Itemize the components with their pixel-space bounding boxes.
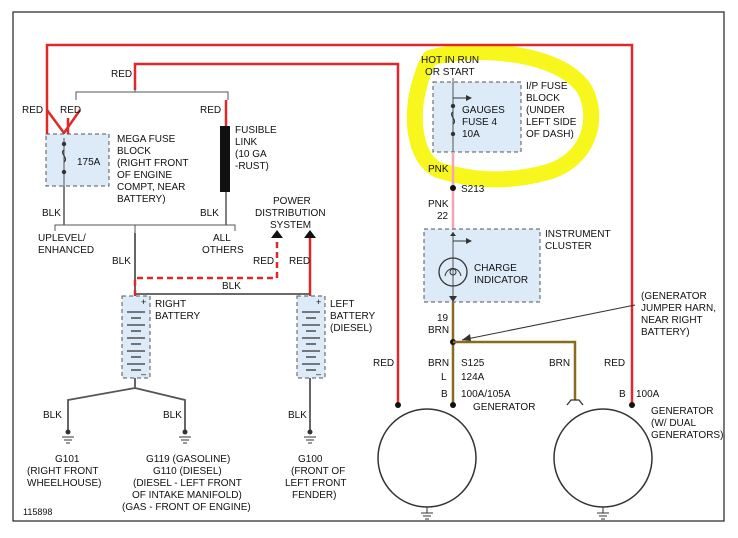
right-battery-symbol: + – — [121, 295, 151, 379]
label-blk-g119: BLK — [163, 410, 182, 421]
red-dashed-wire — [133, 238, 279, 296]
uplevel-bracket — [54, 224, 236, 233]
label-pin22: 22 — [437, 211, 449, 222]
svg-text:+: + — [316, 297, 321, 307]
label-b-pin2: B — [619, 389, 626, 400]
label-blk-left: BLK — [112, 256, 131, 267]
label-pnk2: PNK — [428, 199, 449, 210]
label-red-left2: RED — [60, 105, 81, 116]
label-right-battery: RIGHT BATTERY — [155, 299, 201, 322]
label-blk-mega: BLK — [42, 208, 61, 219]
label-all-others: ALL OTHERS — [202, 233, 244, 256]
label-brn-right: BRN — [549, 358, 570, 369]
label-red-dashed: RED — [253, 256, 274, 267]
label-g119: G119 (GASOLINE) G110 (DIESEL) (DIESEL - … — [122, 454, 251, 513]
brn-wire-jumper — [453, 340, 577, 400]
label-g101: G101 (RIGHT FRONT WHEELHOUSE) — [27, 454, 101, 489]
label-red-pds: RED — [289, 256, 310, 267]
red-split-wire — [45, 109, 82, 136]
pds-arrow-left — [271, 230, 283, 238]
instrument-cluster-box — [423, 228, 541, 303]
label-pnk1: PNK — [428, 164, 449, 175]
ground-icon-g119 — [179, 429, 191, 444]
label-l-amp: 124A — [461, 372, 485, 383]
label-gauges-fuse: GAUGES FUSE 4 10A — [462, 105, 508, 140]
figure-id: 115898 — [23, 507, 52, 517]
svg-text:+: + — [141, 297, 146, 307]
mega-fuse-amp: 175A — [77, 157, 101, 168]
label-red-right: RED — [604, 358, 625, 369]
ip-fuse-block-box — [432, 81, 522, 153]
mega-fuse-block-box — [45, 133, 110, 187]
label-b-amp: 100A/105A — [461, 389, 511, 400]
label-amp-100: 100A — [636, 389, 660, 400]
label-uplevel: UPLEVEL/ ENHANCED — [38, 233, 94, 256]
label-b-pin: B — [441, 389, 448, 400]
label-brn1: BRN — [428, 325, 449, 336]
generator-right-symbol — [553, 399, 653, 520]
charge-indicator-lamp-icon — [438, 257, 468, 287]
label-red-left1: RED — [22, 105, 43, 116]
label-red-fusible: RED — [200, 105, 221, 116]
ground-icon-g101 — [62, 429, 74, 444]
label-s213: S213 — [461, 184, 485, 195]
label-left-battery: LEFT BATTERY (DIESEL) — [330, 299, 378, 334]
label-blk-fusible: BLK — [200, 208, 219, 219]
ground-icon-g100 — [304, 429, 316, 444]
label-mega-fuse-desc: MEGA FUSE BLOCK (RIGHT FRONT OF ENGINE C… — [117, 134, 191, 205]
left-battery-symbol: + – — [296, 295, 326, 379]
label-blk-g100: BLK — [288, 410, 307, 421]
label-power-distribution: POWER DISTRIBUTION SYSTEM — [255, 196, 328, 231]
label-blk-between: BLK — [222, 281, 241, 292]
label-l-pin: L — [441, 372, 447, 383]
svg-text:–: – — [141, 369, 146, 379]
pds-arrow-right — [304, 230, 316, 238]
label-g100: G100 (FRONT OF LEFT FRONT FENDER) — [285, 454, 349, 501]
label-generator2: GENERATOR (W/ DUAL GENERATORS) — [651, 406, 723, 441]
label-brn2: BRN — [428, 358, 449, 369]
fusible-link — [220, 126, 230, 192]
yellow-highlight-marker — [406, 44, 600, 188]
label-ip-fuse-block: I/P FUSE BLOCK (UNDER LEFT SIDE OF DASH) — [526, 81, 579, 140]
generator-left-symbol — [377, 402, 477, 520]
label-hot-in-run: HOT IN RUN OR START — [421, 55, 482, 78]
label-red-top: RED — [111, 69, 132, 80]
label-generator: GENERATOR — [473, 402, 535, 413]
label-pin19: 19 — [437, 313, 449, 324]
label-red-gen-left: RED — [373, 358, 394, 369]
right-battery-ground-wire — [67, 378, 186, 430]
svg-text:–: – — [316, 369, 321, 379]
splice-s213 — [450, 185, 456, 191]
label-fusible-desc: FUSIBLE LINK (10 GA -RUST) — [235, 125, 279, 172]
label-instrument-cluster: INSTRUMENT CLUSTER — [545, 229, 613, 252]
label-jumper-harn: (GENERATOR JUMPER HARN, NEAR RIGHT BATTE… — [641, 291, 719, 338]
label-charge-indicator: CHARGE INDICATOR — [474, 263, 528, 286]
label-s125: S125 — [461, 358, 485, 369]
label-blk-g101: BLK — [43, 410, 62, 421]
diagram-frame — [12, 11, 725, 522]
feed-bracket — [75, 88, 229, 100]
